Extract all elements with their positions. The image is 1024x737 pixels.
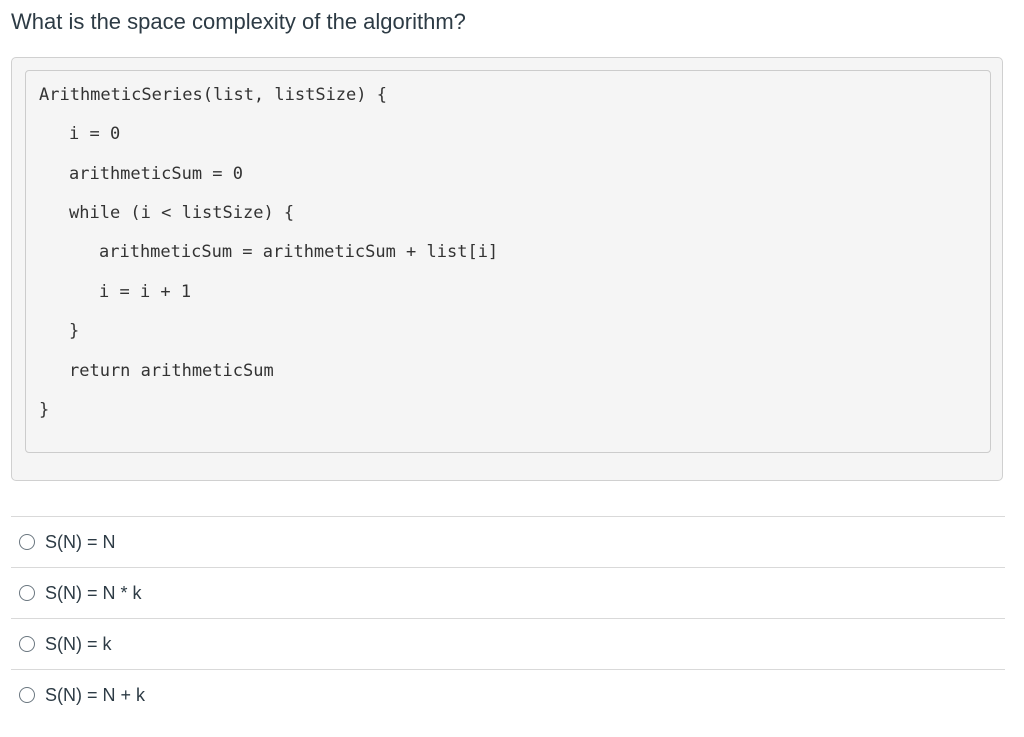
radio-button[interactable] (19, 687, 35, 703)
code-line: return arithmeticSum (69, 361, 274, 381)
code-line: arithmeticSum = 0 (69, 164, 243, 184)
answer-label[interactable]: S(N) = N (45, 531, 116, 552)
code-line: arithmeticSum = arithmeticSum + list[i] (99, 242, 499, 262)
answer-option[interactable]: S(N) = N * k (11, 567, 1005, 618)
question-text: What is the space complexity of the algo… (11, 9, 466, 34)
radio-button[interactable] (19, 534, 35, 550)
code-line: } (39, 400, 50, 420)
code-line: i = i + 1 (99, 282, 192, 302)
code-line: while (i < listSize) { (69, 203, 295, 223)
radio-button[interactable] (19, 636, 35, 652)
answer-label[interactable]: S(N) = N + k (45, 684, 146, 705)
code-line: ArithmeticSeries(list, listSize) { (39, 85, 387, 105)
answer-option[interactable]: S(N) = k (11, 618, 1005, 669)
code-block: ArithmeticSeries(list, listSize) { i = 0… (25, 70, 991, 453)
answer-option[interactable]: S(N) = N (11, 516, 1005, 567)
answer-list: S(N) = N S(N) = N * k S(N) = k S(N) = N … (11, 516, 1005, 720)
code-line: } (69, 321, 80, 341)
answer-label[interactable]: S(N) = k (45, 633, 112, 654)
code-line: i = 0 (69, 124, 121, 144)
radio-button[interactable] (19, 585, 35, 601)
code-block-container: ArithmeticSeries(list, listSize) { i = 0… (11, 57, 1003, 481)
answer-option[interactable]: S(N) = N + k (11, 669, 1005, 720)
answer-label[interactable]: S(N) = N * k (45, 582, 142, 603)
